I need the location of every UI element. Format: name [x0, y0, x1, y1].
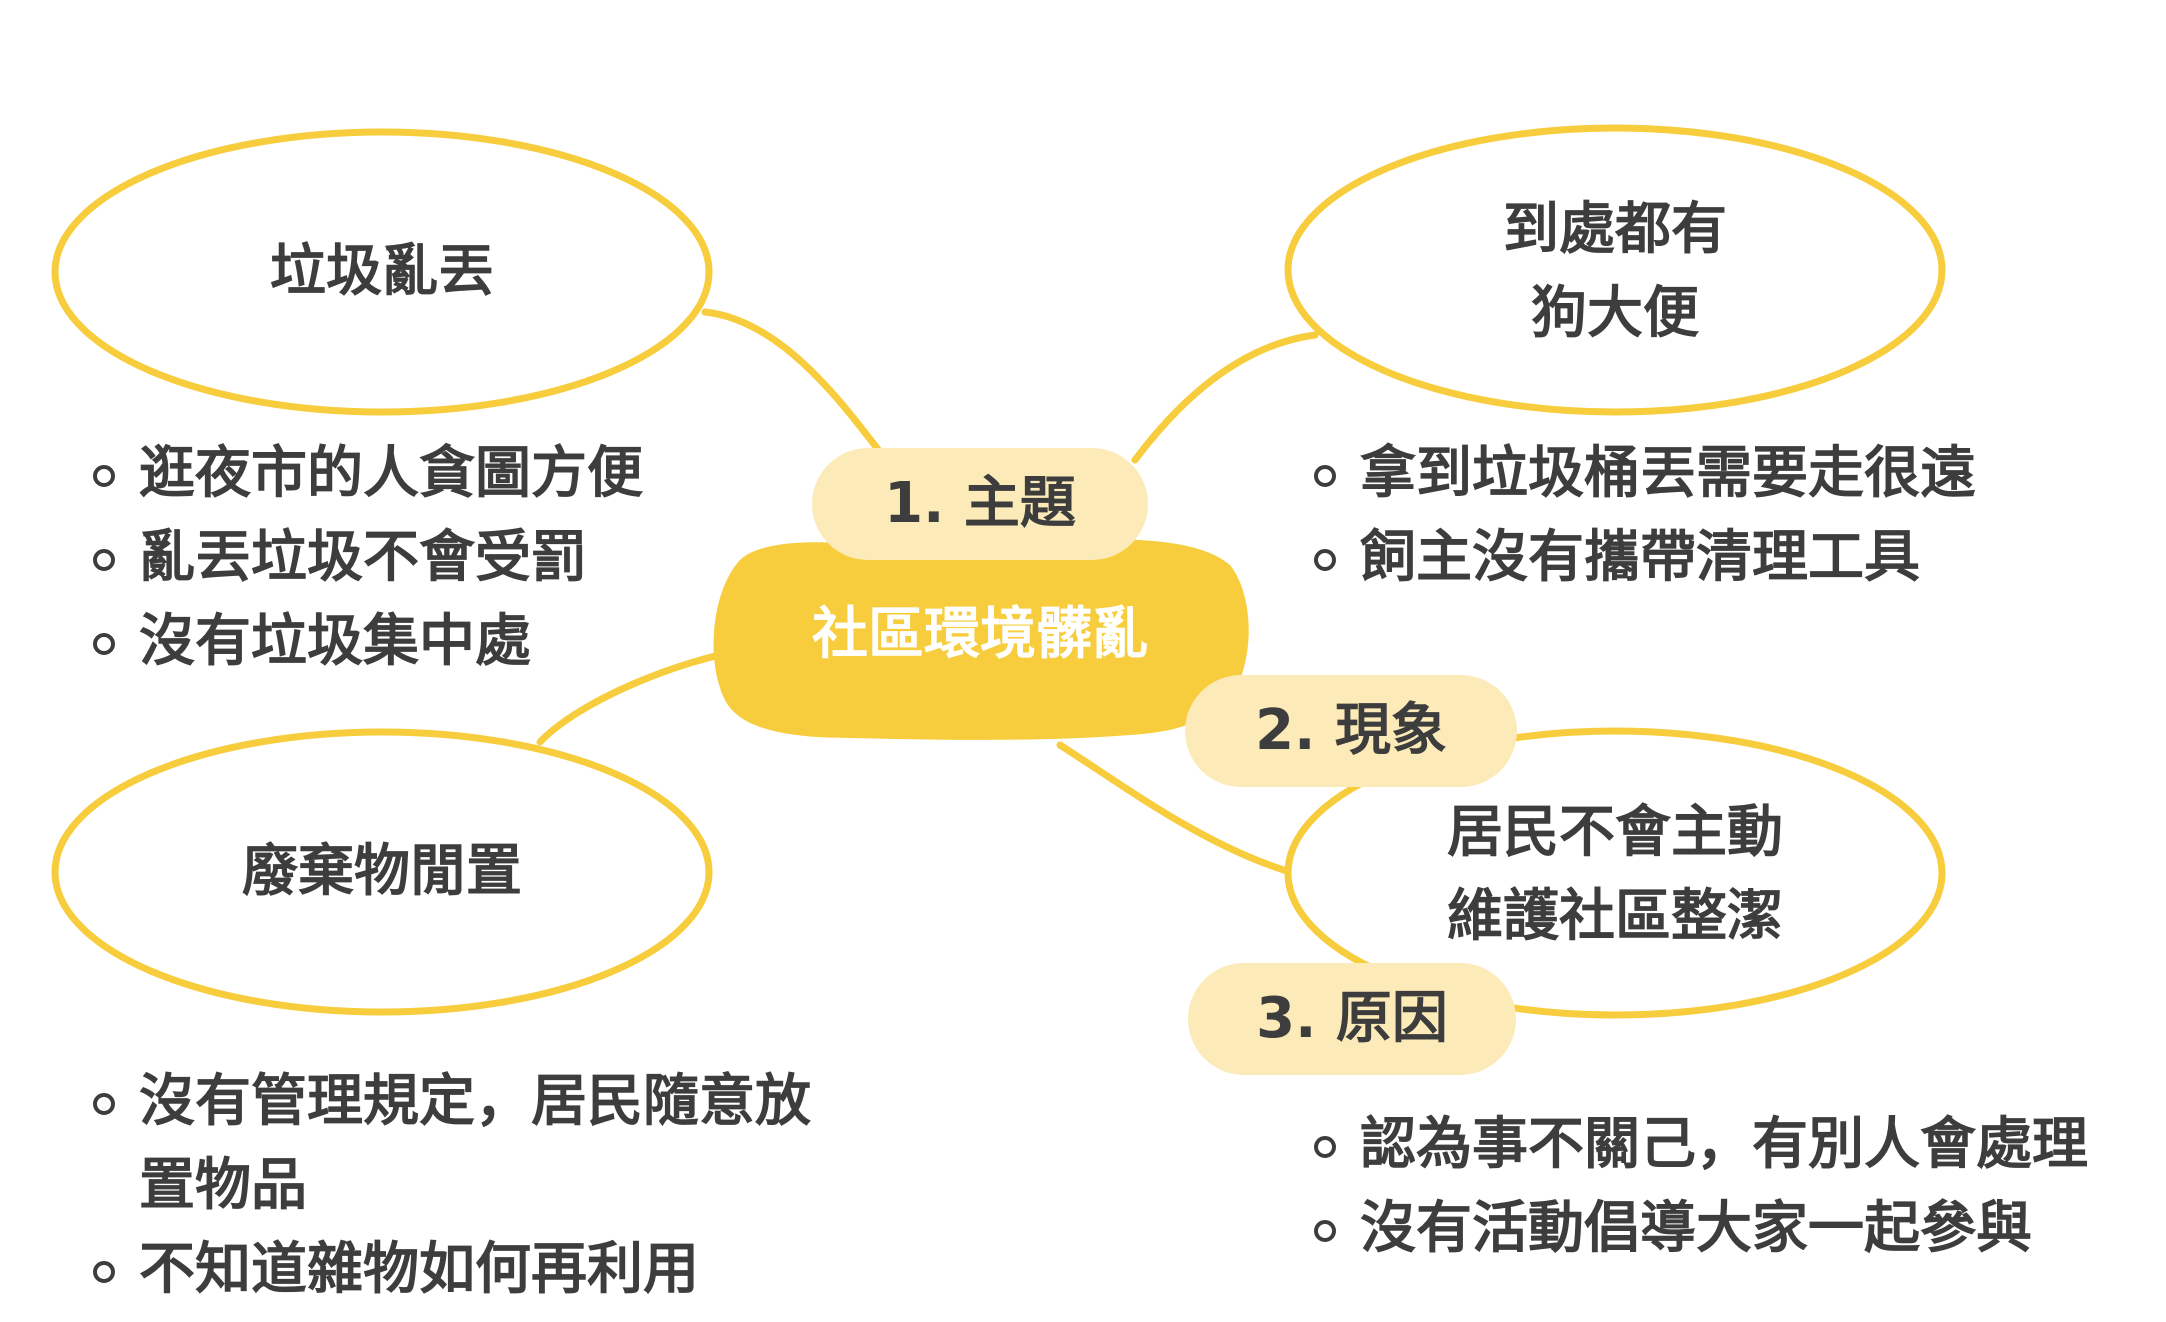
list-item: 飼主沒有攜帶清理工具: [1314, 516, 1976, 600]
node-dog-ellipse: [1284, 124, 1946, 416]
node-litter-label: 垃圾亂丟: [270, 239, 494, 304]
list-item: 亂丟垃圾不會受罰: [93, 516, 643, 600]
list-item: 沒有管理規定，居民隨意放置物品: [93, 1060, 813, 1228]
center-topic: 社區環境髒亂: [812, 602, 1148, 667]
bullets-dog: 拿到垃圾桶丟需要走很遠 飼主沒有攜帶清理工具: [1314, 432, 1976, 600]
list-item: 逛夜市的人貪圖方便: [93, 432, 643, 516]
tag-topic: 1. 主題: [812, 448, 1148, 560]
connector-dog: [1131, 331, 1319, 464]
bullet-icon: [93, 1093, 115, 1115]
node-dog-label: 到處都有 狗大便: [1415, 188, 1815, 356]
bullet-icon: [93, 1261, 115, 1283]
bullet-icon: [93, 549, 115, 571]
node-dog-line1: 到處都有: [1503, 197, 1727, 262]
center-cloud: [713, 533, 1249, 740]
bullet-icon: [93, 465, 115, 487]
list-item: 認為事不關己，有別人會處理: [1314, 1103, 2088, 1187]
node-waste-label: 廢棄物閒置: [242, 839, 522, 904]
connector-residents: [1056, 741, 1304, 879]
list-item: 沒有活動倡導大家一起參與: [1314, 1187, 2088, 1271]
node-waste-ellipse: [51, 728, 713, 1016]
bullets-waste: 沒有管理規定，居民隨意放置物品 不知道雜物如何再利用: [93, 1060, 813, 1312]
tag-reason: 3. 原因: [1188, 963, 1516, 1075]
node-residents-line2: 維護社區整潔: [1447, 884, 1783, 949]
list-item: 不知道雜物如何再利用: [93, 1228, 813, 1312]
bullet-icon: [1314, 465, 1336, 487]
tag-phenomenon: 2. 現象: [1185, 675, 1517, 787]
bullet-icon: [1314, 1136, 1336, 1158]
bullet-icon: [1314, 1220, 1336, 1242]
bullets-litter: 逛夜市的人貪圖方便 亂丟垃圾不會受罰 沒有垃圾集中處: [93, 432, 643, 684]
node-residents-line1: 居民不會主動: [1447, 800, 1783, 865]
bullet-icon: [1314, 549, 1336, 571]
node-litter-ellipse: [51, 128, 713, 416]
node-residents-ellipse: [1284, 727, 1946, 1019]
list-item: 沒有垃圾集中處: [93, 600, 643, 684]
bullets-residents: 認為事不關己，有別人會處理 沒有活動倡導大家一起參與: [1314, 1103, 2088, 1271]
list-item: 拿到垃圾桶丟需要走很遠: [1314, 432, 1976, 516]
connector-litter: [701, 308, 884, 456]
node-residents-label: 居民不會主動 維護社區整潔: [1395, 791, 1835, 959]
node-dog-line2: 狗大便: [1531, 281, 1699, 346]
bullet-icon: [93, 633, 115, 655]
